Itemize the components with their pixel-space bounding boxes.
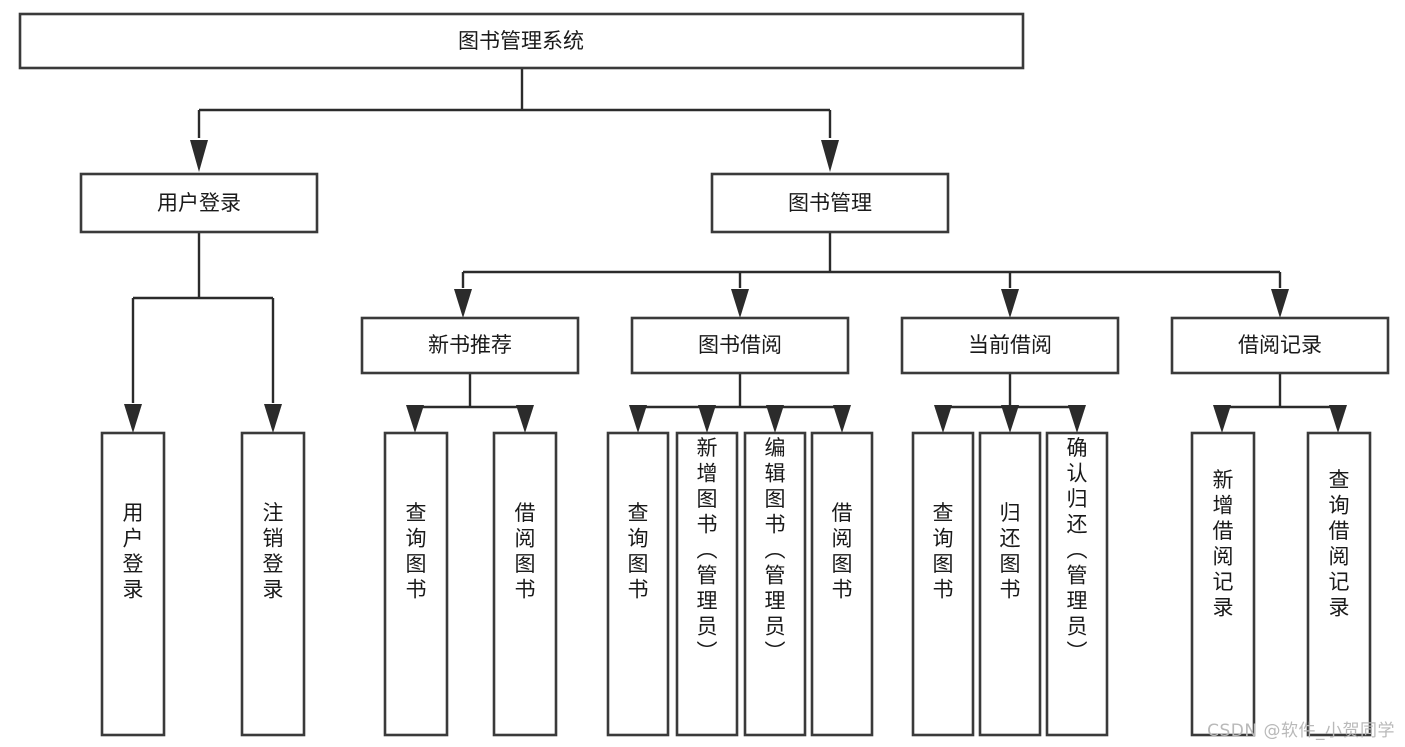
- leaf-logout-label: 注销登录: [263, 501, 284, 602]
- leaf-node[interactable]: 查询借阅记录: [1306, 431, 1372, 737]
- connector-group-new-book: [406, 373, 534, 433]
- node-user-login-box[interactable]: [79, 172, 319, 234]
- arrow-book-borrow-leaf-3: [766, 405, 784, 433]
- connector-group-borrow-record: [1213, 373, 1347, 433]
- node-root-box[interactable]: [18, 12, 1025, 70]
- arrow-book-borrow-leaf-2: [698, 405, 716, 433]
- arrow-borrow-record-leaf-2: [1329, 405, 1347, 433]
- arrow-current-borrow-leaf-1: [934, 405, 952, 433]
- leaf-node[interactable]: 查询图书: [383, 431, 449, 737]
- arrow-book-mgmt-to-new-book: [454, 289, 472, 318]
- arrow-user-login-leaf-1: [124, 404, 142, 433]
- node-root-system[interactable]: 图书管理系统: [18, 12, 1025, 70]
- leaf-cb-return-book-label: 归还图书: [1000, 501, 1021, 602]
- connector-group-root: [190, 68, 839, 172]
- node-current-borrow-box[interactable]: [900, 316, 1120, 375]
- leaf-bb-borrow-book-box[interactable]: [810, 431, 874, 737]
- leaf-bb-query-book-box[interactable]: [606, 431, 670, 737]
- leaf-node[interactable]: 用户登录: [100, 431, 166, 737]
- connector-group-book-mgmt: [454, 232, 1289, 318]
- node-user-login-label: 用户登录: [157, 191, 241, 215]
- leaf-nb-query-book-label: 查询图书: [406, 501, 427, 602]
- leaf-br-query-record-label: 查询借阅记录: [1329, 468, 1350, 620]
- leaf-node[interactable]: 借阅图书: [810, 431, 874, 737]
- node-new-book-recommend-box[interactable]: [360, 316, 580, 375]
- node-book-borrow-label: 图书借阅: [698, 333, 782, 357]
- node-book-borrow-box[interactable]: [630, 316, 850, 375]
- leaf-nb-query-book-box[interactable]: [383, 431, 449, 737]
- node-book-borrow[interactable]: 图书借阅: [630, 316, 850, 375]
- leaf-node[interactable]: 查询图书: [606, 431, 670, 737]
- leaf-bb-query-book-label: 查询图书: [628, 501, 649, 602]
- arrow-root-to-book-mgmt: [821, 140, 839, 172]
- arrow-book-mgmt-to-record: [1271, 289, 1289, 318]
- leaf-br-add-record-box[interactable]: [1190, 431, 1256, 737]
- leaf-node[interactable]: 确认归还︵管理员︶: [1045, 431, 1109, 737]
- leaf-cb-return-book-box[interactable]: [978, 431, 1042, 737]
- leaf-nb-borrow-book-label: 借阅图书: [515, 501, 536, 602]
- leaf-user-login-box[interactable]: [100, 431, 166, 737]
- leaf-node[interactable]: 查询图书: [911, 431, 975, 737]
- arrow-book-borrow-leaf-1: [629, 405, 647, 433]
- leaf-node[interactable]: 注销登录: [240, 431, 306, 737]
- leaf-node[interactable]: 借阅图书: [492, 431, 558, 737]
- arrow-root-to-user-login: [190, 140, 208, 172]
- arrow-new-book-leaf-1: [406, 405, 424, 433]
- watermark-text: CSDN @软件_小贺同学: [1207, 721, 1395, 741]
- leaf-nb-borrow-book-box[interactable]: [492, 431, 558, 737]
- node-new-book-recommend[interactable]: 新书推荐: [360, 316, 580, 375]
- arrow-current-borrow-leaf-2: [1001, 405, 1019, 433]
- connector-group-current-borrow: [934, 373, 1086, 433]
- node-new-book-recommend-label: 新书推荐: [428, 333, 512, 357]
- leaf-bb-add-book-box[interactable]: [675, 431, 739, 737]
- arrow-borrow-record-leaf-1: [1213, 405, 1231, 433]
- connector-group-user-login: [124, 232, 282, 433]
- leaf-node[interactable]: 编辑图书︵管理员︶: [743, 431, 807, 737]
- leaf-cb-query-book-box[interactable]: [911, 431, 975, 737]
- node-borrow-record[interactable]: 借阅记录: [1170, 316, 1390, 375]
- leaf-logout-box[interactable]: [240, 431, 306, 737]
- arrow-current-borrow-leaf-3: [1068, 405, 1086, 433]
- arrow-book-mgmt-to-borrow: [731, 289, 749, 318]
- node-book-management-box[interactable]: [710, 172, 950, 234]
- arrow-new-book-leaf-2: [516, 405, 534, 433]
- leaf-cb-confirm-return-label: 确认归还︵管理员︶: [1067, 436, 1088, 664]
- arrow-book-mgmt-to-current: [1001, 289, 1019, 318]
- leaf-bb-add-book-label: 新增图书︵管理员︶: [697, 436, 718, 664]
- node-book-management[interactable]: 图书管理: [710, 172, 950, 234]
- leaf-node[interactable]: 归还图书: [978, 431, 1042, 737]
- leaf-cb-query-book-label: 查询图书: [933, 501, 954, 602]
- node-current-borrow-label: 当前借阅: [968, 333, 1052, 357]
- arrow-user-login-leaf-2: [264, 404, 282, 433]
- node-borrow-record-box[interactable]: [1170, 316, 1390, 375]
- leaf-cb-confirm-return-box[interactable]: [1045, 431, 1109, 737]
- leaf-bb-edit-book-label: 编辑图书︵管理员︶: [765, 436, 786, 664]
- leaf-bb-edit-book-box[interactable]: [743, 431, 807, 737]
- leaf-node[interactable]: 新增图书︵管理员︶: [675, 431, 739, 737]
- leaf-br-query-record-box[interactable]: [1306, 431, 1372, 737]
- arrow-book-borrow-leaf-4: [833, 405, 851, 433]
- node-current-borrow[interactable]: 当前借阅: [900, 316, 1120, 375]
- node-root-label: 图书管理系统: [458, 29, 584, 53]
- node-borrow-record-label: 借阅记录: [1238, 333, 1322, 357]
- leaf-br-add-record-label: 新增借阅记录: [1213, 468, 1234, 620]
- leaf-node[interactable]: 新增借阅记录: [1190, 431, 1256, 737]
- node-book-management-label: 图书管理: [788, 191, 872, 215]
- leaf-bb-borrow-book-label: 借阅图书: [832, 501, 853, 602]
- leaf-user-login-label: 用户登录: [123, 501, 144, 602]
- node-user-login[interactable]: 用户登录: [79, 172, 319, 234]
- connector-group-book-borrow: [629, 373, 851, 433]
